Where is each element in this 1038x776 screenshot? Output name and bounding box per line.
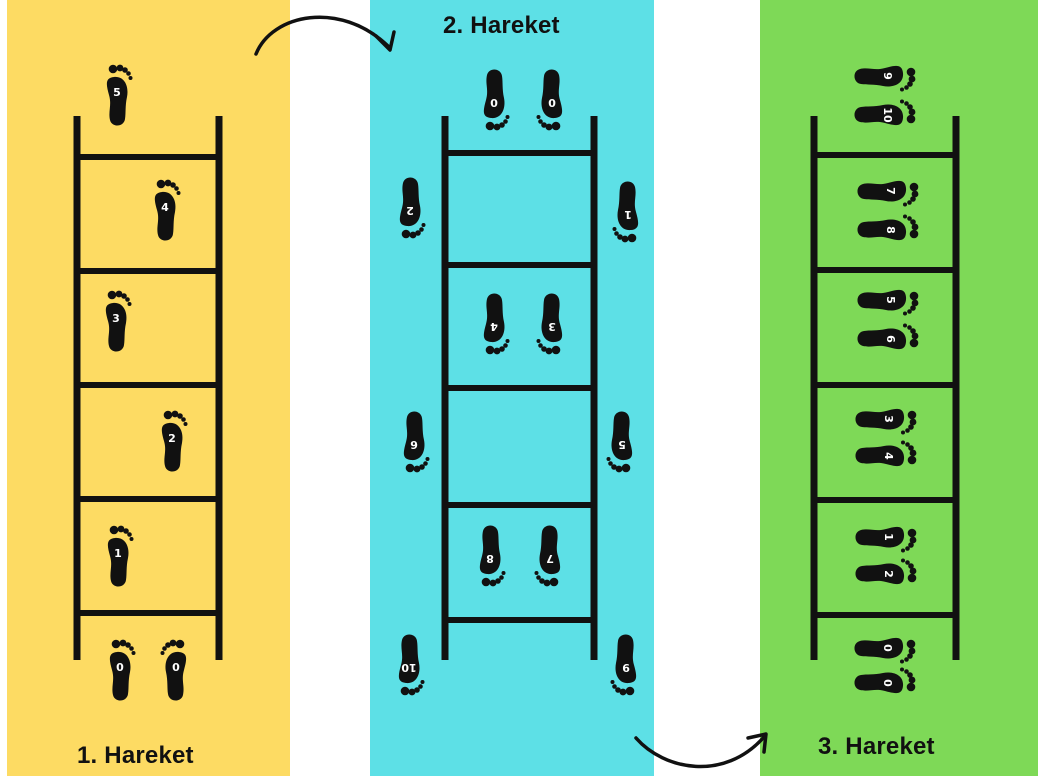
footprint-icon: 10 xyxy=(854,99,916,126)
footprint-icon: 6 xyxy=(857,323,919,350)
footprint-icon: 10 xyxy=(398,634,425,696)
step-number: 6 xyxy=(410,438,418,451)
footprint-icon: 2 xyxy=(399,177,426,239)
footprint-icon: 2 xyxy=(855,558,917,585)
footprint-icon: 5 xyxy=(857,289,919,316)
footprint-icon: 0 xyxy=(483,69,510,131)
footprint-icon: 1 xyxy=(855,526,917,553)
footprint-icon: 4 xyxy=(154,179,181,241)
step-number: 0 xyxy=(881,644,894,652)
footprint-icon: 5 xyxy=(606,411,633,473)
arrows xyxy=(254,15,768,769)
footprint-icon: 1 xyxy=(107,525,134,587)
footprint-icon: 3 xyxy=(855,408,917,435)
step-number: 1 xyxy=(882,533,895,541)
step-number: 10 xyxy=(401,661,417,674)
footprint-icon: 5 xyxy=(106,64,133,126)
footprint-icon: 4 xyxy=(483,293,510,355)
step-number: 0 xyxy=(548,96,556,109)
footprint-icon: 9 xyxy=(854,65,916,92)
footprint-icon: 6 xyxy=(403,411,430,473)
footprint-icon: 0 xyxy=(854,667,916,694)
ladder-3 xyxy=(810,116,960,660)
step-number: 0 xyxy=(172,661,180,674)
footprint-icon: 0 xyxy=(109,639,136,701)
step-number: 10 xyxy=(881,107,894,123)
footprint-icon: 0 xyxy=(854,637,916,664)
title-movement-2: 2. Hareket xyxy=(443,12,560,39)
ladders xyxy=(73,116,960,660)
step-number: 0 xyxy=(116,661,124,674)
step-number: 9 xyxy=(622,661,630,674)
footprint-icon: 2 xyxy=(161,410,188,472)
step-number: 8 xyxy=(486,552,494,565)
footprint-icon: 3 xyxy=(536,293,563,355)
title-movement-1: 1. Hareket xyxy=(77,742,194,769)
step-number: 3 xyxy=(882,415,895,423)
title-movement-3: 3. Hareket xyxy=(818,733,935,760)
step-number: 2 xyxy=(168,432,176,445)
step-number: 5 xyxy=(113,86,121,99)
footprint-icon: 8 xyxy=(857,214,919,241)
footprint-icon: 8 xyxy=(479,525,506,587)
ladder-1 xyxy=(73,116,223,660)
step-number: 1 xyxy=(114,547,122,560)
footprint-icon: 0 xyxy=(160,639,187,701)
step-number: 4 xyxy=(161,201,169,214)
footprint-icon: 4 xyxy=(855,440,917,467)
footprint-icon: 3 xyxy=(105,290,132,352)
footprint-icon: 0 xyxy=(536,69,563,131)
footprint-icon: 9 xyxy=(610,634,637,696)
footprint-icon: 7 xyxy=(857,180,919,207)
step-number: 5 xyxy=(884,296,897,304)
step-number: 7 xyxy=(546,552,554,565)
step-number: 8 xyxy=(884,226,897,234)
step-number: 9 xyxy=(881,72,894,80)
step-number: 5 xyxy=(618,438,626,451)
curved-arrow-icon xyxy=(634,732,768,769)
step-number: 3 xyxy=(548,320,556,333)
step-number: 2 xyxy=(406,204,414,217)
step-number: 4 xyxy=(882,452,895,460)
footprint-icon: 7 xyxy=(534,525,561,587)
footprint-icon: 1 xyxy=(612,181,639,243)
step-number: 0 xyxy=(881,679,894,687)
ladder-2 xyxy=(441,116,598,660)
step-number: 7 xyxy=(884,187,897,195)
step-number: 6 xyxy=(884,335,897,343)
step-number: 3 xyxy=(112,312,120,325)
step-number: 4 xyxy=(490,320,498,333)
step-number: 0 xyxy=(490,96,498,109)
curved-arrow-icon xyxy=(254,15,396,56)
step-number: 2 xyxy=(882,570,895,578)
step-number: 1 xyxy=(624,208,632,221)
